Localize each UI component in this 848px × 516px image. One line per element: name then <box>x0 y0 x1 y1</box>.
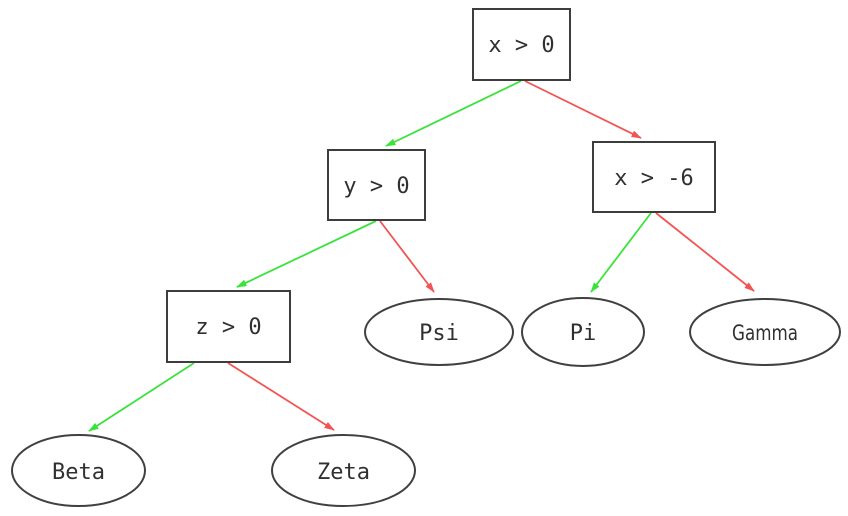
leaf-psi-ellipse <box>364 298 514 366</box>
leaf-zeta-label: Zeta <box>317 460 370 485</box>
leaf-pi-ellipse <box>521 297 645 367</box>
node-x-gt-neg6: x > -6 <box>592 141 716 213</box>
leaf-zeta-ellipse <box>271 434 416 507</box>
node-z-gt-0-label: z > 0 <box>195 315 261 340</box>
leaf-pi: Pi <box>521 297 645 367</box>
edge-root-to-y0-true <box>385 80 522 147</box>
leaf-beta-label: Beta <box>52 460 105 485</box>
node-x-gt-0: x > 0 <box>472 8 571 81</box>
edge-y0-to-psi-false <box>379 220 435 293</box>
node-z-gt-0: z > 0 <box>166 290 291 363</box>
node-x-gt-0-label: x > 0 <box>488 33 554 58</box>
edge-z0-to-beta-true <box>88 362 195 432</box>
leaf-psi: Psi <box>364 298 514 366</box>
leaf-gamma: Gamma <box>689 298 841 366</box>
node-y-gt-0-box <box>327 149 426 221</box>
node-y-gt-0-label: y > 0 <box>343 174 409 199</box>
edge-xm6-to-gamma-false <box>655 212 755 292</box>
leaf-gamma-ellipse <box>689 298 841 366</box>
leaf-zeta: Zeta <box>271 434 416 507</box>
leaf-beta-ellipse <box>11 434 146 507</box>
node-x-gt-neg6-box <box>592 141 716 213</box>
edge-y0-to-z0-true <box>236 220 377 288</box>
leaf-beta: Beta <box>11 434 146 507</box>
node-y-gt-0: y > 0 <box>327 149 426 221</box>
edge-xm6-to-pi-true <box>590 212 652 293</box>
leaf-gamma-label: Gamma <box>732 321 798 345</box>
node-z-gt-0-box <box>166 290 291 363</box>
leaf-pi-label: Pi <box>570 321 597 346</box>
edge-root-to-xm6-false <box>524 80 642 139</box>
leaf-psi-label: Psi <box>419 321 459 346</box>
node-x-gt-0-box <box>472 8 571 81</box>
edge-z0-to-zeta-false <box>227 362 335 431</box>
node-x-gt-neg6-label: x > -6 <box>614 166 693 191</box>
